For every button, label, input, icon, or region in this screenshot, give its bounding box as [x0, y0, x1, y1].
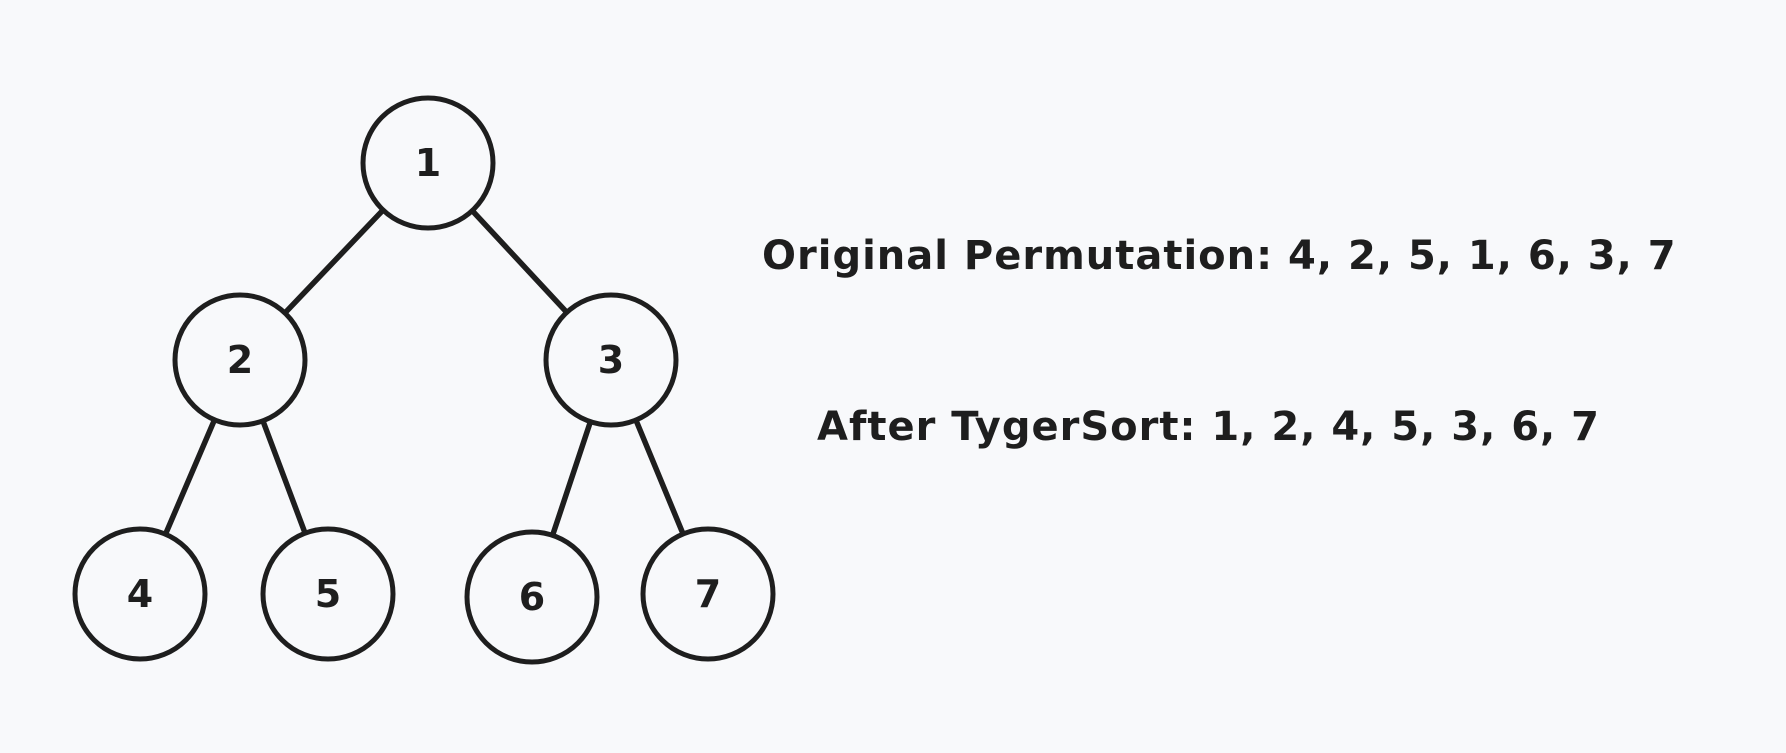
tree-node-label: 4 — [127, 572, 153, 616]
tree-node-circle — [172, 292, 308, 428]
tree-node-label: 6 — [519, 575, 545, 619]
tree-edge — [162, 417, 218, 537]
tree-node-label: 2 — [227, 338, 253, 382]
tree-nodes: 1 2 3 4 5 6 7 — [72, 95, 776, 665]
tree-node: 7 — [640, 526, 776, 662]
tree-node: 4 — [72, 526, 208, 662]
tree-node-label: 5 — [315, 572, 341, 616]
tree-node-label: 1 — [415, 141, 441, 185]
tree-node-label: 7 — [695, 572, 721, 616]
tree-edges — [162, 207, 686, 539]
tree-edge — [633, 417, 686, 537]
tree-node-circle — [543, 292, 679, 428]
tree-edge — [549, 418, 594, 539]
tree-edge — [469, 207, 570, 316]
tree-node: 5 — [260, 526, 396, 662]
tree-node-circle — [260, 526, 396, 662]
after-tygersort-caption: After TygerSort: 1, 2, 4, 5, 3, 6, 7 — [817, 404, 1600, 450]
tree-node: 3 — [543, 292, 679, 428]
tree-node-circle — [464, 529, 600, 665]
tree-node-label: 3 — [598, 338, 624, 382]
tree-node-circle — [72, 526, 208, 662]
tree-node: 6 — [464, 529, 600, 665]
tree-node-circle — [640, 526, 776, 662]
tree-node-circle — [360, 95, 496, 231]
tree-edge — [260, 418, 308, 536]
tree-edge — [282, 207, 386, 316]
tree-node: 1 — [360, 95, 496, 231]
original-permutation-caption: Original Permutation: 4, 2, 5, 1, 6, 3, … — [762, 233, 1677, 279]
tree-node: 2 — [172, 292, 308, 428]
